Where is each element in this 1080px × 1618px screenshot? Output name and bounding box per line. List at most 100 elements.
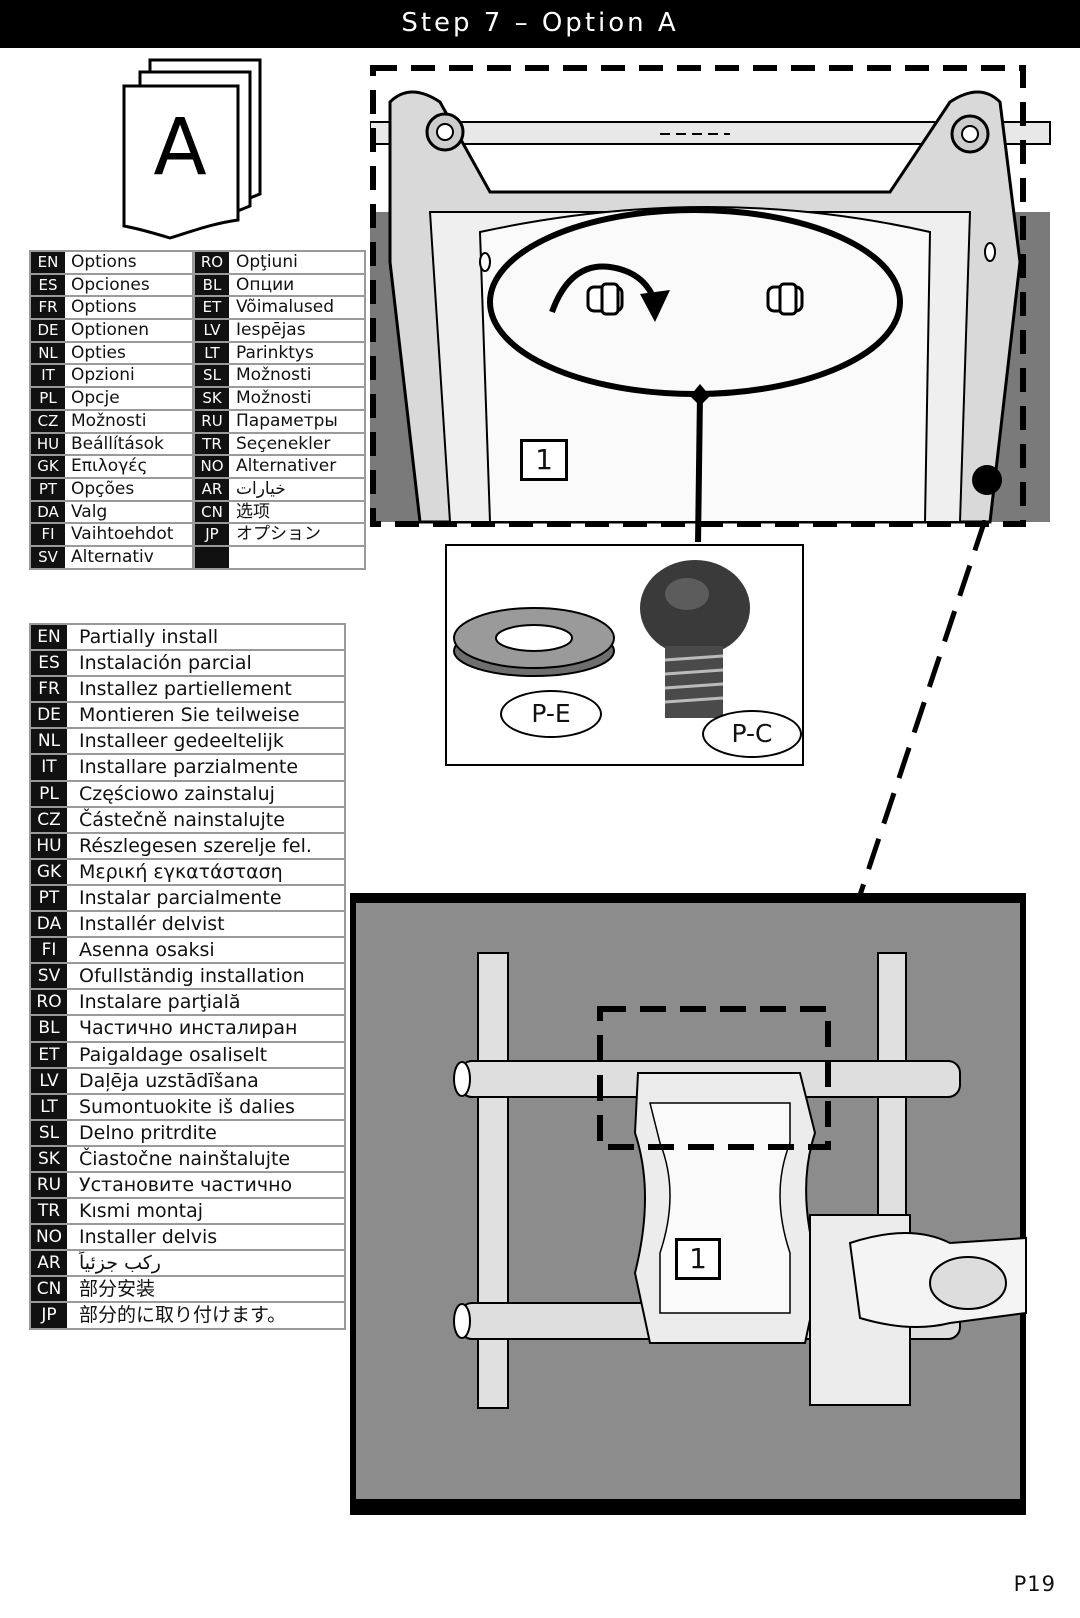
install-label: Részlegesen szerelje fel. bbox=[79, 834, 312, 857]
install-label: Sumontuokite iš dalies bbox=[79, 1095, 295, 1118]
bracket-detail-illustration bbox=[370, 65, 1051, 542]
install-row: RU Установите частично bbox=[31, 1172, 344, 1200]
install-label: Montieren Sie teilweise bbox=[79, 704, 300, 727]
language-code: DA bbox=[31, 501, 65, 523]
install-label: Installare parzialmente bbox=[79, 756, 299, 779]
install-row: CN 部分安装 bbox=[31, 1277, 344, 1304]
options-label: Alternativ bbox=[65, 546, 195, 568]
install-label: Partially install bbox=[79, 626, 219, 648]
page-header: Step 7 – Option A bbox=[0, 0, 1080, 48]
language-code: IT bbox=[31, 365, 65, 387]
language-code: SL bbox=[195, 365, 229, 387]
install-label: 部分安装 bbox=[79, 1278, 156, 1301]
options-label: Opties bbox=[65, 342, 195, 364]
install-label: Asenna osaksi bbox=[79, 939, 215, 962]
language-code: RU bbox=[195, 410, 229, 432]
install-row: LT Sumontuokite iš dalies bbox=[31, 1094, 344, 1121]
language-code: FR bbox=[31, 297, 65, 319]
options-label: خيارات bbox=[236, 478, 286, 499]
install-label: Instalare parţială bbox=[79, 991, 241, 1014]
install-row: IT Installare parzialmente bbox=[31, 755, 344, 782]
language-code: SV bbox=[31, 546, 65, 568]
screw-part-label: P-C bbox=[702, 710, 802, 758]
install-label: Częściowo zainstaluj bbox=[79, 782, 275, 805]
language-code: PT bbox=[31, 478, 65, 500]
language-code: EN bbox=[31, 252, 65, 273]
language-code: TR bbox=[31, 1199, 67, 1224]
language-code: RO bbox=[31, 990, 67, 1015]
wall-mount-illustration bbox=[350, 893, 1027, 1515]
options-label: Options bbox=[65, 252, 195, 273]
page-number: P19 bbox=[1013, 1572, 1056, 1596]
language-code: DE bbox=[31, 703, 67, 728]
language-code: NL bbox=[31, 729, 67, 754]
options-label: Opzioni bbox=[65, 365, 195, 387]
install-label: Daļēja uzstādīšana bbox=[79, 1069, 259, 1092]
language-code: JP bbox=[195, 524, 229, 545]
language-code: NO bbox=[195, 456, 229, 477]
install-label: Installer delvis bbox=[79, 1226, 218, 1249]
rotate-arrow-icon bbox=[549, 263, 658, 314]
options-label: オプション bbox=[236, 524, 321, 545]
options-label: Možnosti bbox=[65, 410, 195, 432]
language-code: LT bbox=[31, 1094, 67, 1119]
install-label: Installér delvist bbox=[79, 913, 225, 936]
language-code: DE bbox=[31, 320, 65, 341]
screw-icon bbox=[766, 282, 804, 316]
language-code: ET bbox=[31, 1042, 67, 1067]
language-code: FI bbox=[31, 524, 65, 545]
language-code: RO bbox=[195, 252, 229, 273]
install-row: LV Daļēja uzstādīšana bbox=[31, 1068, 344, 1095]
language-code: IT bbox=[31, 755, 67, 780]
install-label: Частично инсталиран bbox=[79, 1017, 298, 1040]
screw-icon bbox=[586, 282, 624, 316]
options-label: Võimalused bbox=[236, 297, 335, 318]
options-label: Параметры bbox=[236, 410, 338, 431]
language-code: DA bbox=[31, 912, 67, 937]
language-code: JP bbox=[31, 1303, 67, 1328]
language-code: LV bbox=[31, 1068, 67, 1093]
language-code: SK bbox=[31, 1146, 67, 1171]
language-code: RU bbox=[31, 1172, 67, 1198]
install-label: Установите частично bbox=[79, 1173, 293, 1196]
language-code: EN bbox=[31, 625, 67, 650]
language-code: TR bbox=[195, 433, 229, 455]
language-code: HU bbox=[31, 433, 65, 455]
options-label: Valg bbox=[65, 501, 195, 523]
step-number-top: 1 bbox=[520, 439, 568, 481]
options-label: Opţiuni bbox=[236, 252, 298, 272]
options-label: Επιλογές bbox=[65, 456, 195, 477]
language-code: AR bbox=[31, 1251, 67, 1276]
language-code: HU bbox=[31, 833, 67, 858]
language-code: SV bbox=[31, 964, 67, 989]
doc-letter: A bbox=[153, 103, 206, 193]
language-code: GK bbox=[31, 456, 65, 477]
install-label: Instalación parcial bbox=[79, 652, 252, 675]
language-code: CN bbox=[31, 1277, 67, 1302]
language-code: LV bbox=[195, 320, 229, 341]
options-label: Options bbox=[65, 297, 195, 319]
options-label: Parinktys bbox=[236, 342, 314, 363]
